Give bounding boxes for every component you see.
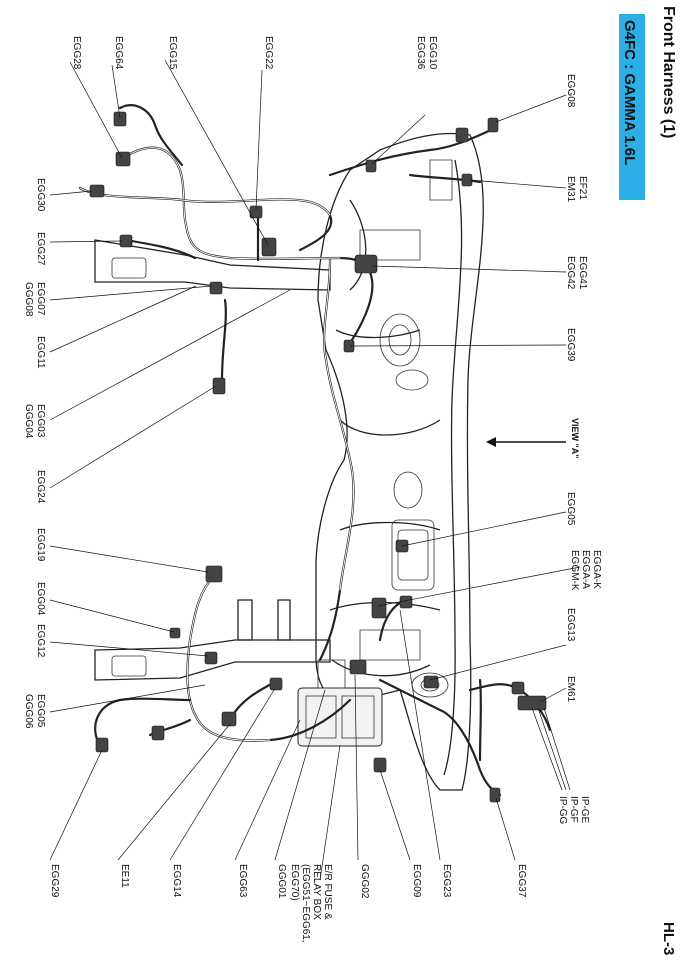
label-egg24: EGG24 — [35, 470, 46, 504]
label-egg15: EGG15 — [167, 36, 178, 70]
label-egg05-lower: EGG05 — [35, 694, 46, 728]
label-egg10: EGG10 — [427, 36, 438, 70]
label-ef21: EF21 — [577, 176, 588, 200]
label-egg23: EGG23 — [441, 864, 452, 898]
label-egga-a: EGGA-A — [580, 550, 591, 589]
component-labels: EGG08 EGG10 EGG36 EGG22 EGG15 EGG64 EGG2… — [23, 36, 602, 943]
label-egg30: EGG30 — [35, 178, 46, 212]
label-egg36: EGG36 — [415, 36, 426, 70]
connectors — [89, 111, 547, 803]
label-em61: EM61 — [565, 676, 576, 703]
label-egg19: EGG19 — [35, 528, 46, 562]
label-egg39: EGG39 — [565, 328, 576, 362]
label-ggg02: GGG02 — [359, 864, 370, 899]
label-em31: EM31 — [565, 176, 576, 203]
label-egg11: EGG11 — [35, 336, 46, 369]
leader-lines — [49, 59, 581, 881]
view-a-indicator: VIEW "A" — [486, 418, 580, 459]
label-egg41: EGG41 — [577, 256, 588, 290]
label-egg37: EGG37 — [516, 864, 527, 898]
radiator-support — [94, 239, 331, 681]
label-egg08: EGG08 — [565, 74, 576, 108]
page-title: Front Harness (1) — [660, 6, 677, 138]
label-egg63: EGG63 — [237, 864, 248, 898]
label-egg03: EGG03 — [35, 404, 46, 438]
label-egg42: EGG42 — [565, 256, 576, 290]
label-egg13: EGG13 — [565, 608, 576, 642]
label-egg28: EGG28 — [71, 36, 82, 70]
label-ggg04: GGG04 — [23, 404, 34, 439]
label-egg07: EGG07 — [35, 282, 46, 316]
label-egg14: EGG14 — [171, 864, 182, 898]
label-egga-k: EGGA-K — [591, 550, 602, 589]
label-egg22: EGG22 — [263, 36, 274, 70]
label-egg12: EGG12 — [35, 624, 46, 658]
front-subframe — [315, 132, 484, 791]
fuse-relay-box — [297, 659, 383, 747]
label-ip-gf: IP-GF — [568, 796, 579, 823]
label-ggg01: GGG01 — [276, 864, 287, 899]
label-eggm-k: EGGM-K — [569, 550, 580, 591]
label-ip-ge: IP-GE — [579, 796, 590, 824]
label-egg64: EGG64 — [113, 36, 124, 70]
label-er-fuse-line3: (EGG51~EGG61, — [300, 864, 311, 943]
label-er-fuse-line4: EGG70) — [289, 864, 300, 901]
label-ee11: EE11 — [119, 864, 130, 888]
label-er-fuse-line1: E/R FUSE & — [322, 864, 333, 920]
label-ggg08: GGG08 — [23, 282, 34, 317]
page-number: HL-3 — [660, 922, 677, 955]
label-egg29: EGG29 — [49, 864, 60, 898]
subtitle-badge — [619, 14, 645, 200]
label-egg09: EGG09 — [411, 864, 422, 898]
label-egg04: EGG04 — [35, 582, 46, 616]
label-ggg06: GGG06 — [23, 694, 34, 729]
label-egg27: EGG27 — [35, 232, 46, 266]
engine-subtitle: G4FC : GAMMA 1.6L — [621, 20, 638, 165]
label-er-fuse-line2: RELAY BOX — [311, 864, 322, 920]
view-a-label: VIEW "A" — [570, 418, 580, 459]
label-egg05-upper: EGG05 — [565, 492, 576, 526]
label-ip-gg: IP-GG — [557, 796, 568, 825]
